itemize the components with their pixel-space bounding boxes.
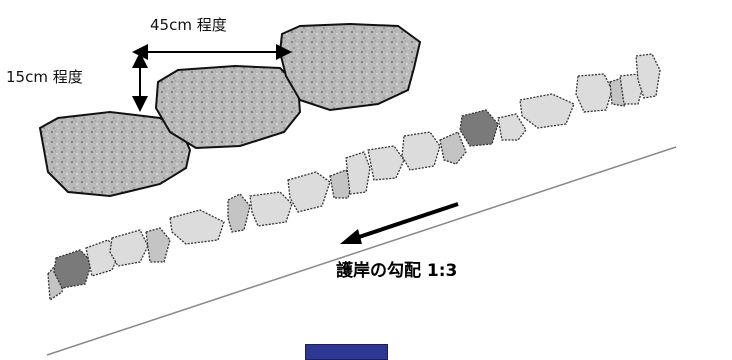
rubble-stone-row xyxy=(47,53,661,302)
height-label: 15cm 程度 xyxy=(6,68,83,86)
blue-box xyxy=(305,344,388,360)
large-stone-right xyxy=(278,22,422,112)
large-stone-left xyxy=(38,110,192,198)
slope-direction-arrow xyxy=(340,202,459,244)
length-label: 45cm 程度 xyxy=(150,16,227,34)
slope-line xyxy=(46,146,677,356)
large-stone-middle xyxy=(154,64,302,150)
slope-label: 護岸の勾配 1:3 xyxy=(336,260,457,281)
